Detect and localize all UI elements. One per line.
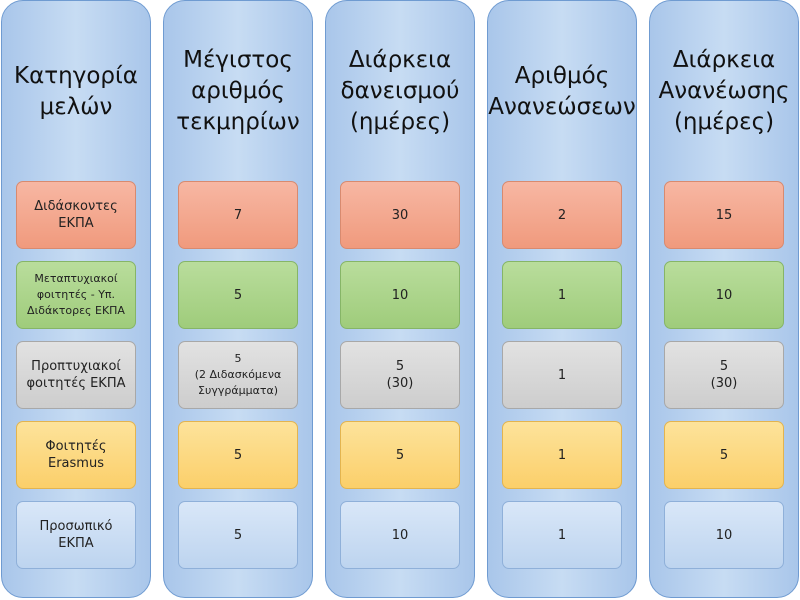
cell-renewals-postgraduate: 1: [502, 261, 622, 329]
cell-category-postgraduate: Μεταπτυχιακοί φοιτητές - Υπ. Διδάκτορες …: [16, 261, 136, 329]
cell-renewals-erasmus: 1: [502, 421, 622, 489]
cell-max-items-undergraduate: 5 (2 Διδασκόμενα Συγγράμματα): [178, 341, 298, 409]
column-title: Διάρκεια δανεισμού (ημέρες): [340, 47, 460, 135]
cell-category-staff: Προσωπικό ΕΚΠΑ: [16, 501, 136, 569]
column-title: Διάρκεια Ανανέωσης (ημέρες): [658, 47, 790, 135]
column-title: Κατηγορία μελών: [14, 63, 138, 120]
cell-max-items-faculty: 7: [178, 181, 298, 249]
cell-loan-duration-faculty: 30: [340, 181, 460, 249]
cell-renewal-duration-staff: 10: [664, 501, 784, 569]
column-renewal-duration: Διάρκεια Ανανέωσης (ημέρες) 15 10 5 (30)…: [649, 0, 799, 598]
cell-renewals-staff: 1: [502, 501, 622, 569]
cell-category-erasmus: Φοιτητές Erasmus: [16, 421, 136, 489]
column-renewals: Αριθμός Ανανεώσεων 2 1 1 1 1: [487, 0, 637, 598]
cell-loan-duration-erasmus: 5: [340, 421, 460, 489]
cell-renewals-undergraduate: 1: [502, 341, 622, 409]
column-title: Αριθμός Ανανεώσεων: [488, 63, 636, 120]
cell-renewal-duration-undergraduate: 5 (30): [664, 341, 784, 409]
cell-category-faculty: Διδάσκοντες ΕΚΠΑ: [16, 181, 136, 249]
column-max-items: Μέγιστος αριθμός τεκμηρίων 7 5 5 (2 Διδα…: [163, 0, 313, 598]
cell-loan-duration-undergraduate: 5 (30): [340, 341, 460, 409]
column-loan-duration: Διάρκεια δανεισμού (ημέρες) 30 10 5 (30)…: [325, 0, 475, 598]
column-member-category: Κατηγορία μελών Διδάσκοντες ΕΚΠΑ Μεταπτυ…: [1, 0, 151, 598]
cell-renewal-duration-faculty: 15: [664, 181, 784, 249]
cell-renewal-duration-postgraduate: 10: [664, 261, 784, 329]
cell-renewal-duration-erasmus: 5: [664, 421, 784, 489]
column-title: Μέγιστος αριθμός τεκμηρίων: [176, 47, 300, 135]
cell-renewals-faculty: 2: [502, 181, 622, 249]
cell-max-items-erasmus: 5: [178, 421, 298, 489]
cell-max-items-staff: 5: [178, 501, 298, 569]
cell-loan-duration-staff: 10: [340, 501, 460, 569]
cell-loan-duration-postgraduate: 10: [340, 261, 460, 329]
cell-max-items-postgraduate: 5: [178, 261, 298, 329]
cell-category-undergraduate: Προπτυχιακοί φοιτητές ΕΚΠΑ: [16, 341, 136, 409]
